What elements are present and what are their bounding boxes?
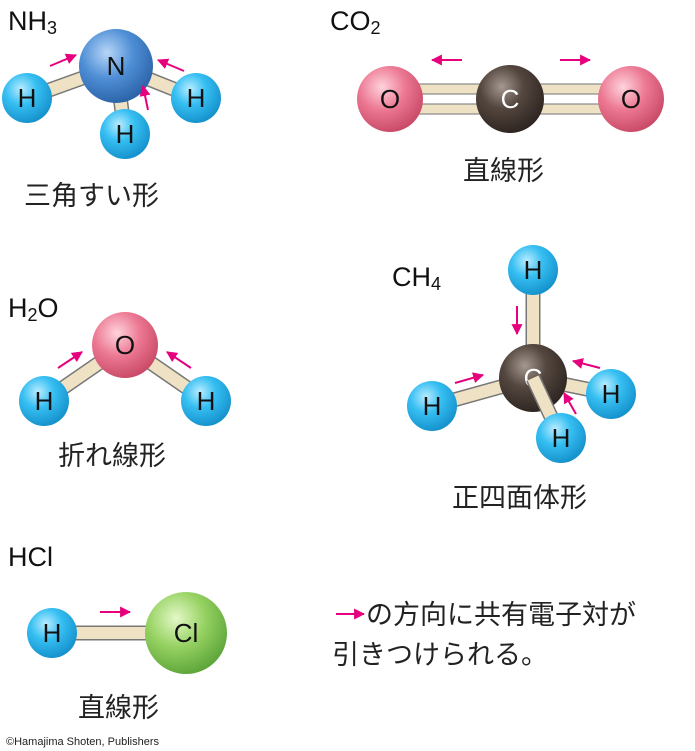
nitrogen-atom: N <box>79 29 153 103</box>
svg-text:H: H <box>43 618 62 648</box>
hydrogen-atom: H <box>100 109 150 159</box>
carbon-atom: C <box>476 65 544 133</box>
hydrogen-atom: H <box>407 381 457 431</box>
hcl-group: HCl H Cl 直線形 <box>8 542 227 724</box>
hydrogen-atom: H <box>27 608 77 658</box>
svg-text:H: H <box>552 423 571 453</box>
co2-formula: CO2 <box>330 6 381 38</box>
electron-pull-arrow <box>156 58 185 72</box>
oxygen-atom: O <box>357 66 423 132</box>
ch4-formula: CH4 <box>392 262 441 294</box>
svg-text:N: N <box>107 51 126 81</box>
hydrogen-atom: H <box>181 376 231 426</box>
legend: の方向に共有電子対が 引きつけられる。 <box>332 600 636 671</box>
copyright-credit: ©Hamajima Shoten, Publishers <box>6 736 160 748</box>
hydrogen-atom: H <box>19 376 69 426</box>
electron-pull-arrow <box>563 392 577 415</box>
chlorine-atom: Cl <box>145 592 227 674</box>
nh3-formula: NH3 <box>8 6 57 38</box>
hcl-shape-label: 直線形 <box>78 693 159 724</box>
oxygen-atom: O <box>92 312 158 378</box>
h2o-group: H2O O H H 折れ線形 <box>8 293 231 472</box>
electron-pull-arrow <box>166 351 192 369</box>
electron-pull-arrow <box>571 358 601 369</box>
svg-text:H: H <box>524 255 543 285</box>
svg-text:O: O <box>380 84 400 114</box>
h2o-shape-label: 折れ線形 <box>58 441 166 472</box>
electron-pull-arrow <box>57 351 83 369</box>
co2-shape-label: 直線形 <box>463 156 544 187</box>
ch4-group: CH4 H H C H H 正四面体形 <box>392 245 636 514</box>
ch4-shape-label: 正四面体形 <box>452 483 587 514</box>
legend-line-1: の方向に共有電子対が <box>366 600 636 631</box>
svg-text:H: H <box>602 379 621 409</box>
electron-pull-arrow <box>454 372 485 384</box>
hcl-formula: HCl <box>8 542 53 572</box>
svg-text:C: C <box>501 84 520 114</box>
svg-text:O: O <box>621 84 641 114</box>
legend-line-2: 引きつけられる。 <box>332 640 548 671</box>
nh3-shape-label: 三角すい形 <box>24 181 159 212</box>
hydrogen-atom: H <box>586 369 636 419</box>
svg-text:H: H <box>423 391 442 421</box>
hydrogen-atom: H <box>171 73 221 123</box>
svg-text:H: H <box>116 119 135 149</box>
electron-pull-arrow <box>139 84 151 111</box>
svg-text:Cl: Cl <box>174 618 199 648</box>
hydrogen-atom: H <box>536 413 586 463</box>
h2o-formula: H2O <box>8 293 59 325</box>
hydrogen-atom: H <box>508 245 558 295</box>
svg-text:H: H <box>18 83 37 113</box>
nh3-group: NH3 H H N H 三角すい形 <box>2 6 221 212</box>
hydrogen-atom: H <box>2 73 52 123</box>
svg-text:H: H <box>187 83 206 113</box>
co2-group: CO2 O C O 直線形 <box>330 6 664 187</box>
svg-text:H: H <box>197 386 216 416</box>
oxygen-atom: O <box>598 66 664 132</box>
electron-pull-arrow <box>49 53 78 67</box>
svg-text:O: O <box>115 330 135 360</box>
svg-text:H: H <box>35 386 54 416</box>
